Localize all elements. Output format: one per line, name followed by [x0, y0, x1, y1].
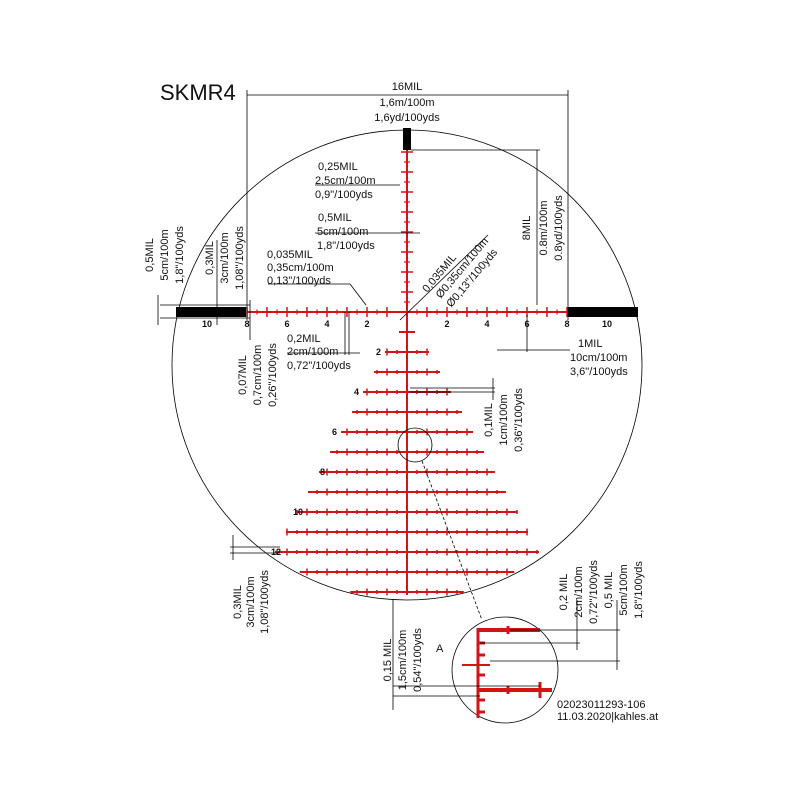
label-1mil-metric: 10cm/100m [570, 352, 627, 364]
dim-05-inset-label: 0,5 MIL [603, 572, 615, 609]
dim-03-left-label: 3cm/100m [219, 232, 231, 283]
dim-03-left-label: 1,08"/100yds [234, 226, 246, 290]
label-16mil-imperial: 1,6yd/100yds [374, 112, 440, 124]
detail-connector [421, 460, 483, 621]
dim-015-label: 0,54"/100yds [412, 628, 424, 692]
label-05mil-imperial: 1,8"/100yds [317, 240, 375, 252]
label-025mil-metric: 2,5cm/100m [315, 175, 376, 187]
horizontal-mil-label: 8 [244, 319, 249, 329]
label-02mil-metric: 2cm/100m [287, 346, 338, 358]
label-02mil-imperial: 0,72"/100yds [287, 360, 351, 372]
dim-01-label: 0,36"/100yds [513, 388, 525, 452]
horizontal-mil-label: 2 [364, 319, 369, 329]
vertical-mil-label: 8 [320, 467, 325, 477]
left-post [176, 307, 246, 317]
inset-label: A [436, 643, 444, 655]
dim-02-inset-label: 2cm/100m [573, 566, 585, 617]
reticle [236, 150, 568, 596]
dim-05-inset-label: 5cm/100m [618, 564, 630, 615]
label-05mil: 0,5MIL [318, 212, 352, 224]
dim-007-label: 0,26"/100yds [267, 343, 279, 407]
label-16mil-metric: 1,6m/100m [379, 97, 434, 109]
dim-8-label: 8MIL [521, 216, 533, 240]
horizontal-mil-label: 4 [484, 319, 489, 329]
dim-03-bottom-label: 3cm/100m [245, 576, 257, 627]
label-0035mil-metric: 0,35cm/100m [267, 262, 334, 274]
dim-03-left-label: 0,3MIL [204, 241, 216, 275]
horizontal-mil-label: 10 [602, 319, 612, 329]
label-02mil: 0,2MIL [287, 333, 321, 345]
label-025mil-imperial: 0,9"/100yds [315, 189, 373, 201]
vertical-mil-label: 6 [332, 427, 337, 437]
dim-02-inset-label: 0,2 MIL [558, 574, 570, 611]
dim-05-inset-label: 1,8"/100yds [633, 561, 645, 619]
top-post [403, 128, 411, 150]
inset-circle [451, 616, 559, 724]
horizontal-mil-label: 4 [324, 319, 329, 329]
dim-05-left-label: 5cm/100m [159, 229, 171, 280]
dim-8-label: 0.8m/100m [538, 200, 550, 255]
inset-detail [462, 626, 552, 718]
label-16mil: 16MIL [392, 81, 423, 93]
dim-03-bottom-label: 0,3MIL [232, 585, 244, 619]
vertical-mil-label: 10 [293, 507, 303, 517]
right-post [568, 307, 638, 317]
label-1mil-imperial: 3,6"/100yds [570, 366, 628, 378]
dim-015-label: 1,5cm/100m [397, 630, 409, 691]
horizontal-mil-label: 2 [444, 319, 449, 329]
title: SKMR4 [160, 80, 236, 105]
dim-007-label: 0,7cm/100m [252, 345, 264, 406]
horizontal-mil-label: 6 [524, 319, 529, 329]
dim-8-label: 0.8yd/100yds [553, 195, 565, 261]
date-and-website: 11.03.2020|kahles.at [557, 711, 658, 723]
horizontal-mil-label: 10 [202, 319, 212, 329]
dim-03-bottom-label: 1,08"/100yds [259, 570, 271, 634]
vertical-mil-label: 4 [354, 387, 359, 397]
label-05mil-metric: 5cm/100m [317, 226, 368, 238]
dim-015-label: 0,15 MIL [382, 639, 394, 682]
label-0035mil-imperial: 0,13"/100yds [267, 275, 331, 287]
vertical-mil-label: 12 [271, 547, 281, 557]
label-025mil: 0,25MIL [318, 161, 358, 173]
dim-05-left-label: 1,8"/100yds [174, 226, 186, 284]
detail-marker-circle [397, 427, 433, 463]
horizontal-mil-label: 8 [564, 319, 569, 329]
dim-01-label: 1cm/100m [498, 394, 510, 445]
inset-dimension-lines [392, 600, 620, 710]
dimension-lines [157, 90, 570, 560]
drawing-number: 02023011293-106 [557, 699, 646, 711]
vertical-mil-label: 2 [376, 347, 381, 357]
dim-007-label: 0,07MIL [237, 355, 249, 395]
label-1mil: 1MIL [578, 338, 602, 350]
label-0035mil: 0,035MIL [267, 249, 313, 261]
dim-05-left-label: 0,5MIL [144, 238, 156, 272]
dim-02-inset-label: 0,72"/100yds [588, 560, 600, 624]
dim-01-label: 0,1MIL [483, 403, 495, 437]
horizontal-mil-label: 6 [284, 319, 289, 329]
